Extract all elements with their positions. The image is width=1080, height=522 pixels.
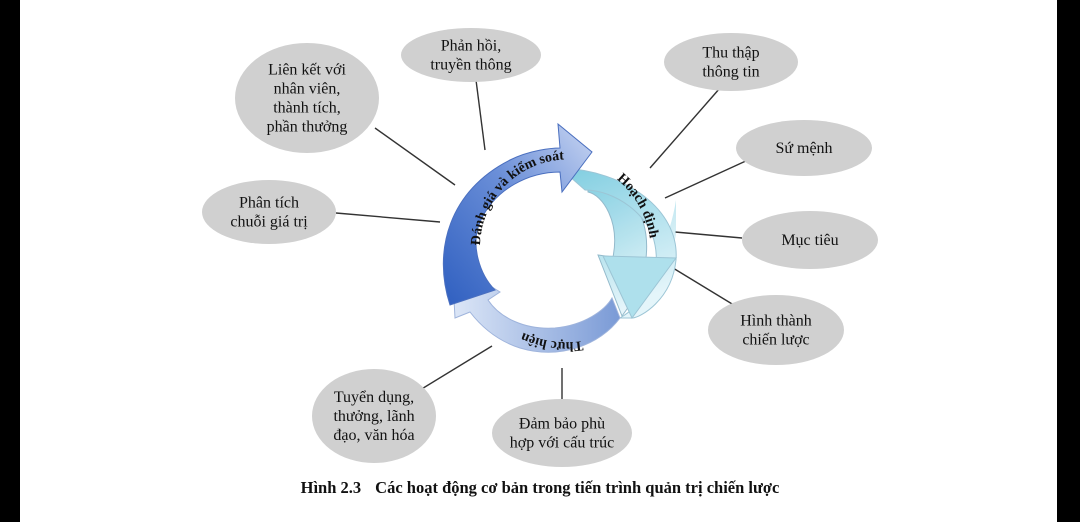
line-muc-tieu (674, 231, 743, 239)
node-label-thu-thap: thông tin (702, 64, 759, 81)
node-phan-hoi: Phản hồi, truyền thông (401, 28, 541, 82)
caption-text: Các hoạt động cơ bản trong tiến trình qu… (375, 478, 780, 497)
node-ellipse-thu-thap (664, 33, 798, 91)
arrow-danh-gia (442, 122, 593, 306)
node-label-thu-thap: Thu thập (702, 45, 759, 62)
line-su-menh (664, 159, 749, 199)
node-ellipse-su-menh (736, 120, 872, 176)
node-label-phan-hoi: Phản hồi, (441, 38, 501, 55)
node-ellipse-phan-tich (202, 180, 336, 244)
line-tuyen-dung (419, 345, 493, 391)
node-group: Phản hồi, truyền thông Liên kết với nhân vi… (202, 28, 878, 467)
node-ellipse-lien-ket (235, 43, 379, 153)
node-su-menh: Sứ mệnh (736, 120, 872, 176)
stage-label-danh-gia: Đánh giá và kiểm soát (469, 148, 565, 245)
node-label-dam-bao: hợp với cấu trúc (510, 435, 614, 452)
node-label-lien-ket: thành tích, (273, 100, 341, 117)
node-label-lien-ket: nhân viên, (274, 81, 341, 98)
node-ellipse-phan-hoi (401, 28, 541, 82)
node-ellipse-tuyen-dung (312, 369, 436, 463)
node-label-lien-ket: phần thưởng (267, 119, 348, 136)
node-dam-bao: Đảm bảo phù hợp với cấu trúc (492, 399, 632, 467)
node-label-su-menh: Sứ mệnh (775, 140, 832, 157)
node-label-tuyen-dung: Tuyển dụng, (334, 389, 414, 406)
node-muc-tieu: Mục tiêu (742, 211, 878, 269)
node-label-phan-tich: chuỗi giá trị (230, 214, 308, 231)
line-phan-hoi (475, 79, 486, 151)
node-label-hinh-thanh: Hình thành (740, 313, 812, 330)
node-hinh-thanh: Hình thành chiến lược (708, 295, 844, 365)
arrow-hoach-dinh-head (602, 255, 677, 319)
node-label-hinh-thanh: chiến lược (742, 332, 809, 349)
node-phan-tich: Phân tích chuỗi giá trị (202, 180, 336, 244)
node-ellipse-hinh-thanh (708, 295, 844, 365)
node-thu-thap: Thu thập thông tin (664, 33, 798, 91)
node-ellipse-muc-tieu (742, 211, 878, 269)
caption-number: Hình 2.3 (300, 478, 362, 497)
node-label-dam-bao: Đảm bảo phù (519, 416, 605, 433)
line-phan-tich (335, 212, 441, 223)
line-lien-ket (374, 127, 456, 186)
line-thu-thap (649, 87, 721, 169)
node-label-phan-hoi: truyền thông (430, 57, 511, 74)
connector-lines (335, 79, 749, 403)
node-tuyen-dung: Tuyển dụng, thưởng, lãnh đạo, văn hóa (312, 369, 436, 463)
node-lien-ket: Liên kết với nhân viên, thành tích, phần th… (235, 43, 379, 153)
node-label-muc-tieu: Mục tiêu (781, 232, 838, 249)
node-label-lien-ket: Liên kết với (268, 62, 346, 79)
node-label-tuyen-dung: thưởng, lãnh (333, 408, 414, 425)
figure-caption: Hình 2.3 Các hoạt động cơ bản trong tiến … (0, 478, 1080, 498)
node-label-phan-tich: Phân tích (239, 195, 299, 212)
node-ellipse-dam-bao (492, 399, 632, 467)
node-label-tuyen-dung: đạo, văn hóa (333, 427, 414, 444)
line-hinh-thanh (672, 267, 743, 311)
